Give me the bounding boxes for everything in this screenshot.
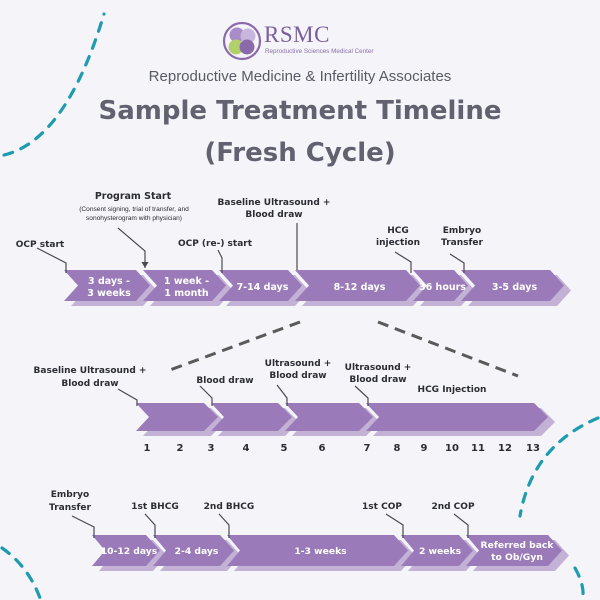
- row1-arrow-4: [295, 270, 420, 301]
- row3-text: 10-12 days 2-4 days 1-3 weeks 2 weeks Referr…: [49, 490, 554, 563]
- row3-arrows: [92, 535, 569, 571]
- row1-arrow-3: [219, 270, 302, 301]
- row3-segment-label-4: 2 weeks: [419, 546, 462, 557]
- brand-tagline: Reproductive Sciences Medical Center: [265, 48, 374, 55]
- row1-leader-ocp-start: [36, 247, 67, 273]
- row2-leader-blood-draw: [199, 385, 213, 406]
- row1-leader-program-start: [117, 227, 146, 268]
- row3-leader-1st-cop: [385, 513, 404, 538]
- row3-arrow-5: [466, 535, 562, 566]
- row2-event-ultrasound-2: Ultrasound +Blood draw: [345, 363, 412, 385]
- row3-leader-1st-bhcg: [144, 513, 156, 538]
- row2-arrow-1: [136, 403, 218, 431]
- row1-arrow-6: [461, 270, 564, 301]
- row2-day-5: 5: [281, 443, 288, 454]
- row2-event-blood-draw: Blood draw: [196, 376, 253, 386]
- row3-leader-embryo: [71, 515, 95, 538]
- row3-segment-label-1: 10-12 days: [101, 546, 158, 557]
- row2-leader-ultrasound-1: [276, 384, 288, 406]
- row3-segment-label-2: 2-4 days: [175, 546, 219, 557]
- row3-arrow-4: [401, 535, 473, 566]
- row1-leader-embryo: [449, 253, 465, 273]
- row2-day-10: 10: [445, 443, 459, 454]
- row1-event-program-start: Program Start: [95, 191, 172, 202]
- row3-event-2nd-bhcg: 2nd BHCG: [204, 502, 255, 512]
- row3-event-2nd-cop: 2nd COP: [431, 502, 475, 512]
- row2-day-6: 6: [319, 443, 326, 454]
- decor-arc-bottom-left: [0, 546, 42, 600]
- row1-segment-label-5: 36 hours: [419, 282, 466, 293]
- row3-leader-2nd-bhcg: [218, 513, 230, 538]
- row2-arrow-2: [211, 403, 292, 431]
- row3-arrow-1: [92, 535, 160, 566]
- row1-leader-hcg: [394, 251, 412, 273]
- row2-event-baseline: Baseline Ultrasound +Blood draw: [34, 366, 147, 389]
- row1-event-baseline: Baseline Ultrasound +Blood draw: [218, 198, 331, 220]
- title-line-2: (Fresh Cycle): [204, 138, 396, 168]
- logo-circles-icon: [222, 21, 262, 61]
- decor-arc-right: [518, 416, 600, 518]
- row2-day-3: 3: [208, 443, 215, 454]
- row2-day-8: 8: [394, 443, 401, 454]
- row1-segment-label-4: 8-12 days: [334, 282, 386, 293]
- row1-segment-label-6: 3-5 days: [492, 282, 538, 293]
- row2-arrow-4: [366, 403, 548, 431]
- row2-leader-ultrasound-2: [354, 385, 369, 406]
- row3-leader-2nd-cop: [453, 513, 469, 538]
- decor-arc-bottom-right: [573, 566, 585, 600]
- row1-segment-label-2: 1 week -1 month: [164, 276, 209, 299]
- row2-day-11: 11: [471, 443, 485, 454]
- zoom-dash-left: [169, 320, 301, 372]
- decor-arc-top-left: [2, 12, 106, 157]
- row2-day-1: 1: [144, 443, 151, 454]
- row1-segment-label-3: 7-14 days: [237, 282, 289, 293]
- row2-event-ultrasound-1: Ultrasound +Blood draw: [265, 359, 332, 381]
- row2-arrows: [136, 403, 555, 436]
- page-title: Sample Treatment Timeline (Fresh Cycle): [0, 90, 600, 174]
- row3-event-1st-bhcg: 1st BHCG: [131, 502, 178, 512]
- rsmc-logo: RSMC Reproductive Sciences Medical Cente…: [222, 20, 380, 62]
- row2-day-4: 4: [243, 443, 250, 454]
- row1-event-program-detail: (Consent signing, trial of transfer, and…: [79, 206, 189, 222]
- row2-day-2: 2: [177, 443, 184, 454]
- row1-arrow-5: [413, 270, 468, 301]
- row2-event-hcg-injection: HCG Injection: [418, 385, 487, 395]
- zoom-dash-right: [377, 320, 519, 378]
- row1-arrow-2: [143, 270, 226, 301]
- row2-leader-baseline: [117, 388, 138, 406]
- row2-day-12: 12: [498, 443, 512, 454]
- row1-event-ocp-start: OCP start: [16, 240, 65, 250]
- row2-day-13: 13: [526, 443, 540, 454]
- row1-event-ocp-restart: OCP (re-) start: [178, 239, 253, 249]
- row2-day-9: 9: [421, 443, 428, 454]
- row3-arrow-2: [153, 535, 234, 566]
- row1-text: 3 days -3 weeks 1 week -1 month 7-14 days 8…: [16, 191, 538, 299]
- title-line-1: Sample Treatment Timeline: [98, 96, 502, 126]
- row3-arrow-3: [227, 535, 408, 566]
- row1-arrow-1: [64, 270, 150, 301]
- row1-leader-program-start-head: [141, 262, 149, 268]
- page-subtitle: Reproductive Medicine & Infertility Asso…: [148, 68, 452, 85]
- row1-leader-ocp-restart: [217, 249, 223, 273]
- row3-event-1st-cop: 1st COP: [362, 502, 402, 512]
- row3-segment-label-3: 1-3 weeks: [294, 546, 347, 557]
- row2-day-7: 7: [364, 443, 371, 454]
- brand-name: RSMC: [264, 22, 330, 47]
- row1-arrows: [64, 270, 571, 306]
- row1-segment-label-1: 3 days -3 weeks: [87, 276, 131, 299]
- row2-arrow-3: [285, 403, 373, 431]
